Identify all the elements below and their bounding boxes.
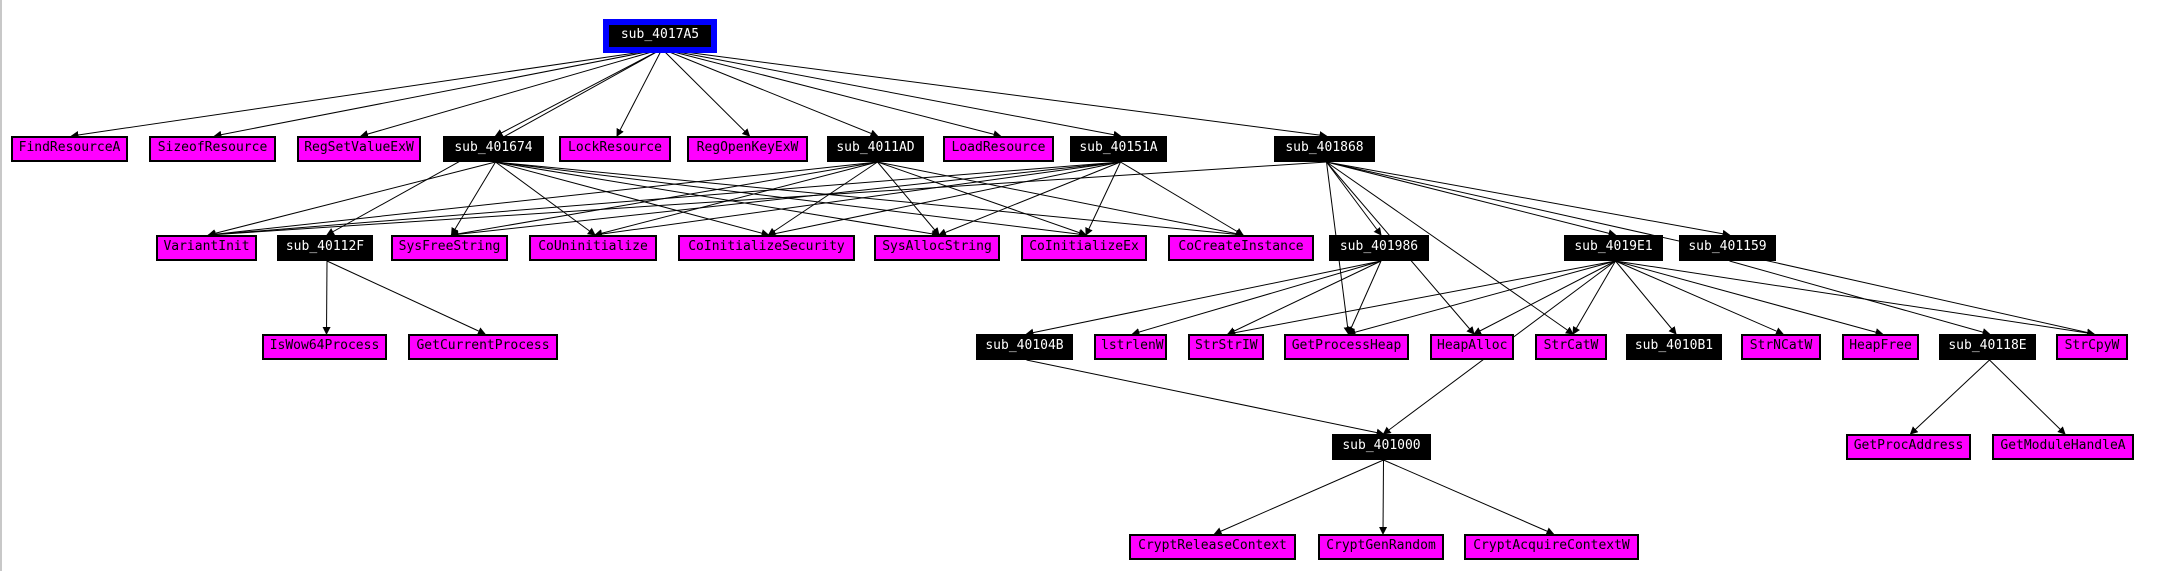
edge-sub_4019E1-StrCpyW — [1615, 260, 2095, 337]
node-SysAllocString[interactable]: SysAllocString — [874, 235, 1000, 261]
edge-sub_40118E-GetProcAddress — [1909, 359, 1990, 435]
node-StrNCatW[interactable]: StrNCatW — [1741, 334, 1821, 360]
node-GetProcAddress[interactable]: GetProcAddress — [1846, 434, 1971, 460]
edge-sub_401986-GetProcessHeap — [1347, 260, 1382, 335]
node-CoInitializeEx[interactable]: CoInitializeEx — [1021, 235, 1147, 261]
node-SizeofResource[interactable]: SizeofResource — [149, 136, 276, 162]
edge-sub_401000-CryptReleaseContext — [1213, 459, 1384, 535]
edge-sub_4017A5-LockResource — [616, 48, 663, 137]
node-sub_401159[interactable]: sub_401159 — [1679, 235, 1776, 261]
node-sub_40104B[interactable]: sub_40104B — [976, 334, 1073, 360]
edge-sub_4019E1-HeapFree — [1615, 260, 1884, 337]
node-VariantInit[interactable]: VariantInit — [156, 235, 257, 261]
edge-sub_40151A-VariantInit — [207, 161, 1121, 239]
edge-sub_401674-SysAllocString — [495, 161, 940, 238]
edge-sub_401868-VariantInit — [207, 161, 1327, 239]
node-sub_4017A5[interactable]: sub_4017A5 — [603, 19, 717, 53]
edge-sub_401159-sub_40118E — [1729, 260, 1991, 336]
node-sub_40151A[interactable]: sub_40151A — [1070, 136, 1167, 162]
node-CryptReleaseContext[interactable]: CryptReleaseContext — [1129, 534, 1296, 560]
edge-sub_401868-sub_401159 — [1326, 161, 1731, 238]
edge-sub_4011AD-CoUninitialize — [594, 161, 878, 238]
node-HeapAlloc[interactable]: HeapAlloc — [1430, 334, 1514, 360]
edge-sub_4017A5-RegOpenKeyExW — [661, 48, 751, 137]
edge-sub_4019E1-GetProcessHeap — [1347, 260, 1616, 337]
edge-sub_401986-StrStrIW — [1227, 260, 1382, 335]
node-sub_401868[interactable]: sub_401868 — [1274, 136, 1375, 162]
edge-sub_401868-StrCatW — [1326, 161, 1574, 335]
edge-sub_401986-lstrlenW — [1131, 260, 1382, 336]
edge-sub_401674-CoInitializeSecurity — [495, 161, 770, 238]
edge-sub_401986-sub_40104B — [1025, 260, 1382, 337]
edge-sub_40151A-CoInitializeSecurity — [767, 161, 1121, 238]
edge-sub_401868-sub_4019E1 — [1326, 161, 1617, 238]
edge-sub_4017A5-sub_40151A — [661, 48, 1122, 139]
node-GetProcessHeap[interactable]: GetProcessHeap — [1284, 334, 1409, 360]
node-LoadResource[interactable]: LoadResource — [943, 136, 1054, 162]
node-StrCatW[interactable]: StrCatW — [1535, 334, 1607, 360]
node-IsWow64Process[interactable]: IsWow64Process — [262, 334, 387, 360]
edge-sub_4011AD-VariantInit — [207, 161, 878, 239]
node-sub_4011AD[interactable]: sub_4011AD — [827, 136, 924, 162]
edge-sub_401674-CoCreateInstance — [495, 161, 1244, 239]
node-FindResourceA[interactable]: FindResourceA — [11, 136, 128, 162]
node-sub_40112F[interactable]: sub_40112F — [277, 235, 373, 261]
edge-sub_40151A-SysAllocString — [938, 161, 1121, 237]
edge-sub_4019E1-StrCatW — [1572, 260, 1616, 335]
node-RegOpenKeyExW[interactable]: RegOpenKeyExW — [687, 136, 808, 162]
node-HeapFree[interactable]: HeapFree — [1842, 334, 1919, 360]
node-SysFreeString[interactable]: SysFreeString — [391, 235, 508, 261]
node-RegSetValueExW[interactable]: RegSetValueExW — [297, 136, 421, 162]
edge-sub_4017A5-sub_401674 — [494, 48, 663, 137]
edge-sub_40104B-sub_401000 — [1026, 359, 1385, 437]
edge-sub_40112F-IsWow64Process — [322, 260, 331, 335]
edge-sub_401674-VariantInit — [207, 161, 496, 238]
node-sub_4019E1[interactable]: sub_4019E1 — [1564, 235, 1663, 261]
edge-sub_4019E1-StrStrIW — [1227, 260, 1616, 337]
node-CryptGenRandom[interactable]: CryptGenRandom — [1318, 534, 1444, 560]
edge-sub_40151A-CoUninitialize — [594, 161, 1121, 238]
edge-sub_401000-CryptGenRandom — [1379, 459, 1388, 535]
edge-sub_40151A-CoCreateInstance — [1120, 161, 1244, 236]
edge-sub_40151A-CoInitializeEx — [1085, 161, 1121, 236]
edge-sub_4011AD-SysAllocString — [877, 161, 940, 236]
node-sub_40118E[interactable]: sub_40118E — [1939, 334, 2036, 360]
node-LockResource[interactable]: LockResource — [559, 136, 671, 162]
node-lstrlenW[interactable]: lstrlenW — [1094, 334, 1167, 360]
node-StrStrIW[interactable]: StrStrIW — [1188, 334, 1264, 360]
node-CoCreateInstance[interactable]: CoCreateInstance — [1168, 235, 1314, 261]
node-sub_401674[interactable]: sub_401674 — [443, 136, 544, 162]
node-CryptAcquireContextW[interactable]: CryptAcquireContextW — [1464, 534, 1639, 560]
edge-sub_4017A5-SizeofResource — [213, 48, 663, 139]
edge-sub_401674-CoInitializeEx — [495, 161, 1087, 239]
edge-sub_40112F-GetCurrentProcess — [326, 260, 486, 335]
node-sub_401986[interactable]: sub_401986 — [1329, 235, 1429, 261]
edge-sub_401868-sub_401986 — [1326, 161, 1382, 236]
edge-sub_4017A5-RegSetValueExW — [360, 48, 663, 138]
edge-sub_4017A5-LoadResource — [661, 48, 1002, 139]
edge-sub_4017A5-FindResourceA — [70, 48, 663, 139]
edge-sub_4019E1-HeapAlloc — [1473, 260, 1616, 335]
node-StrCpyW[interactable]: StrCpyW — [2056, 334, 2128, 360]
node-GetModuleHandleA[interactable]: GetModuleHandleA — [1992, 434, 2134, 460]
edge-sub_401000-CryptAcquireContextW — [1383, 459, 1555, 535]
edge-sub_4017A5-sub_4011AD — [661, 48, 879, 138]
edge-sub_40118E-GetModuleHandleA — [1989, 359, 2066, 435]
edge-sub_4011AD-CoInitializeSecurity — [767, 161, 878, 236]
node-sub_4010B1[interactable]: sub_4010B1 — [1626, 334, 1722, 360]
edge-sub_4019E1-StrNCatW — [1615, 260, 1784, 335]
edge-sub_401674-SysFreeString — [450, 161, 496, 236]
edge-sub_40151A-SysFreeString — [450, 161, 1121, 239]
edge-sub_4017A5-sub_401868 — [661, 48, 1328, 140]
node-CoUninitialize[interactable]: CoUninitialize — [529, 235, 657, 261]
edge-sub_4011AD-CoInitializeEx — [877, 161, 1087, 237]
node-CoInitializeSecurity[interactable]: CoInitializeSecurity — [678, 235, 855, 261]
node-sub_401000[interactable]: sub_401000 — [1332, 434, 1431, 460]
edge-sub_4019E1-sub_4010B1 — [1615, 260, 1677, 335]
node-GetCurrentProcess[interactable]: GetCurrentProcess — [408, 334, 558, 360]
edge-sub_4011AD-CoCreateInstance — [877, 161, 1244, 238]
